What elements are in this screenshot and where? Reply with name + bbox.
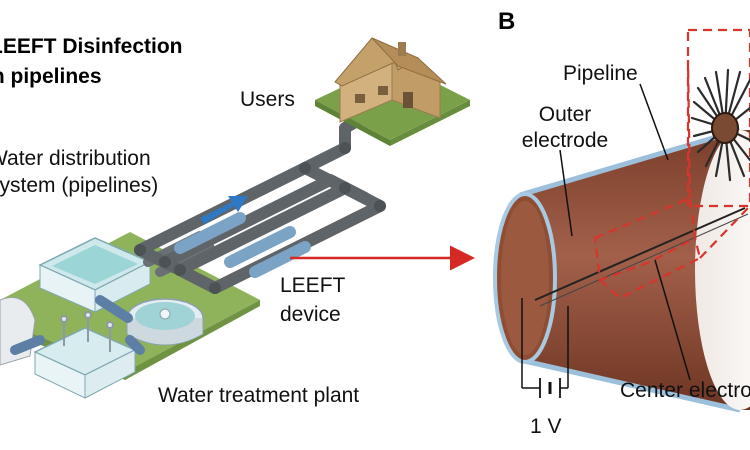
battery-icon: [539, 378, 561, 398]
pipeline-wall-bottom: [519, 357, 741, 413]
outer-electrode-label-line-2: electrode: [521, 129, 609, 152]
pipe-far-end: [695, 130, 750, 410]
leader-lines: [559, 83, 691, 381]
outer-electrode-label-line-1: Outer: [538, 103, 592, 126]
center-electrode-label: Center electrode: [620, 379, 750, 402]
electrode-closeup: [690, 68, 750, 182]
basin-top-side2: [94, 261, 151, 313]
plant-label: Water treatment plant: [158, 384, 360, 407]
voltage-label: 1 V: [530, 415, 562, 438]
house-lawn-edge2: [390, 100, 470, 146]
title-line-1: LEEFT Disinfection: [0, 35, 183, 58]
center-electrode-wire2: [539, 213, 749, 307]
pipeline-wall: [519, 127, 741, 198]
users-label: Users: [240, 88, 295, 111]
clarifier-center: [159, 308, 171, 320]
zoom-region: [593, 28, 750, 300]
panel-label-b: B: [498, 8, 516, 35]
mixer-paddles: [60, 311, 114, 352]
center-electrode-wire: [534, 207, 746, 301]
distribution-label-line-1: Water distribution: [0, 147, 151, 170]
device-label-line-1: LEEFT: [280, 274, 346, 297]
house-icon: [334, 37, 447, 123]
device-label-line-2: device: [280, 303, 341, 326]
basin-top-water: [52, 245, 138, 284]
pipeline-label: Pipeline: [563, 62, 638, 85]
distribution-label-line-2: system (pipelines): [0, 174, 159, 197]
house-lawn-edge: [315, 100, 390, 146]
flow-arrow: [200, 196, 248, 224]
basin-bottom-side2: [84, 349, 136, 399]
voltage-circuit: [521, 298, 569, 389]
title-line-2: in pipelines: [0, 65, 102, 88]
pipe-opening-inner: [501, 201, 549, 355]
plant-dome: [0, 297, 36, 366]
